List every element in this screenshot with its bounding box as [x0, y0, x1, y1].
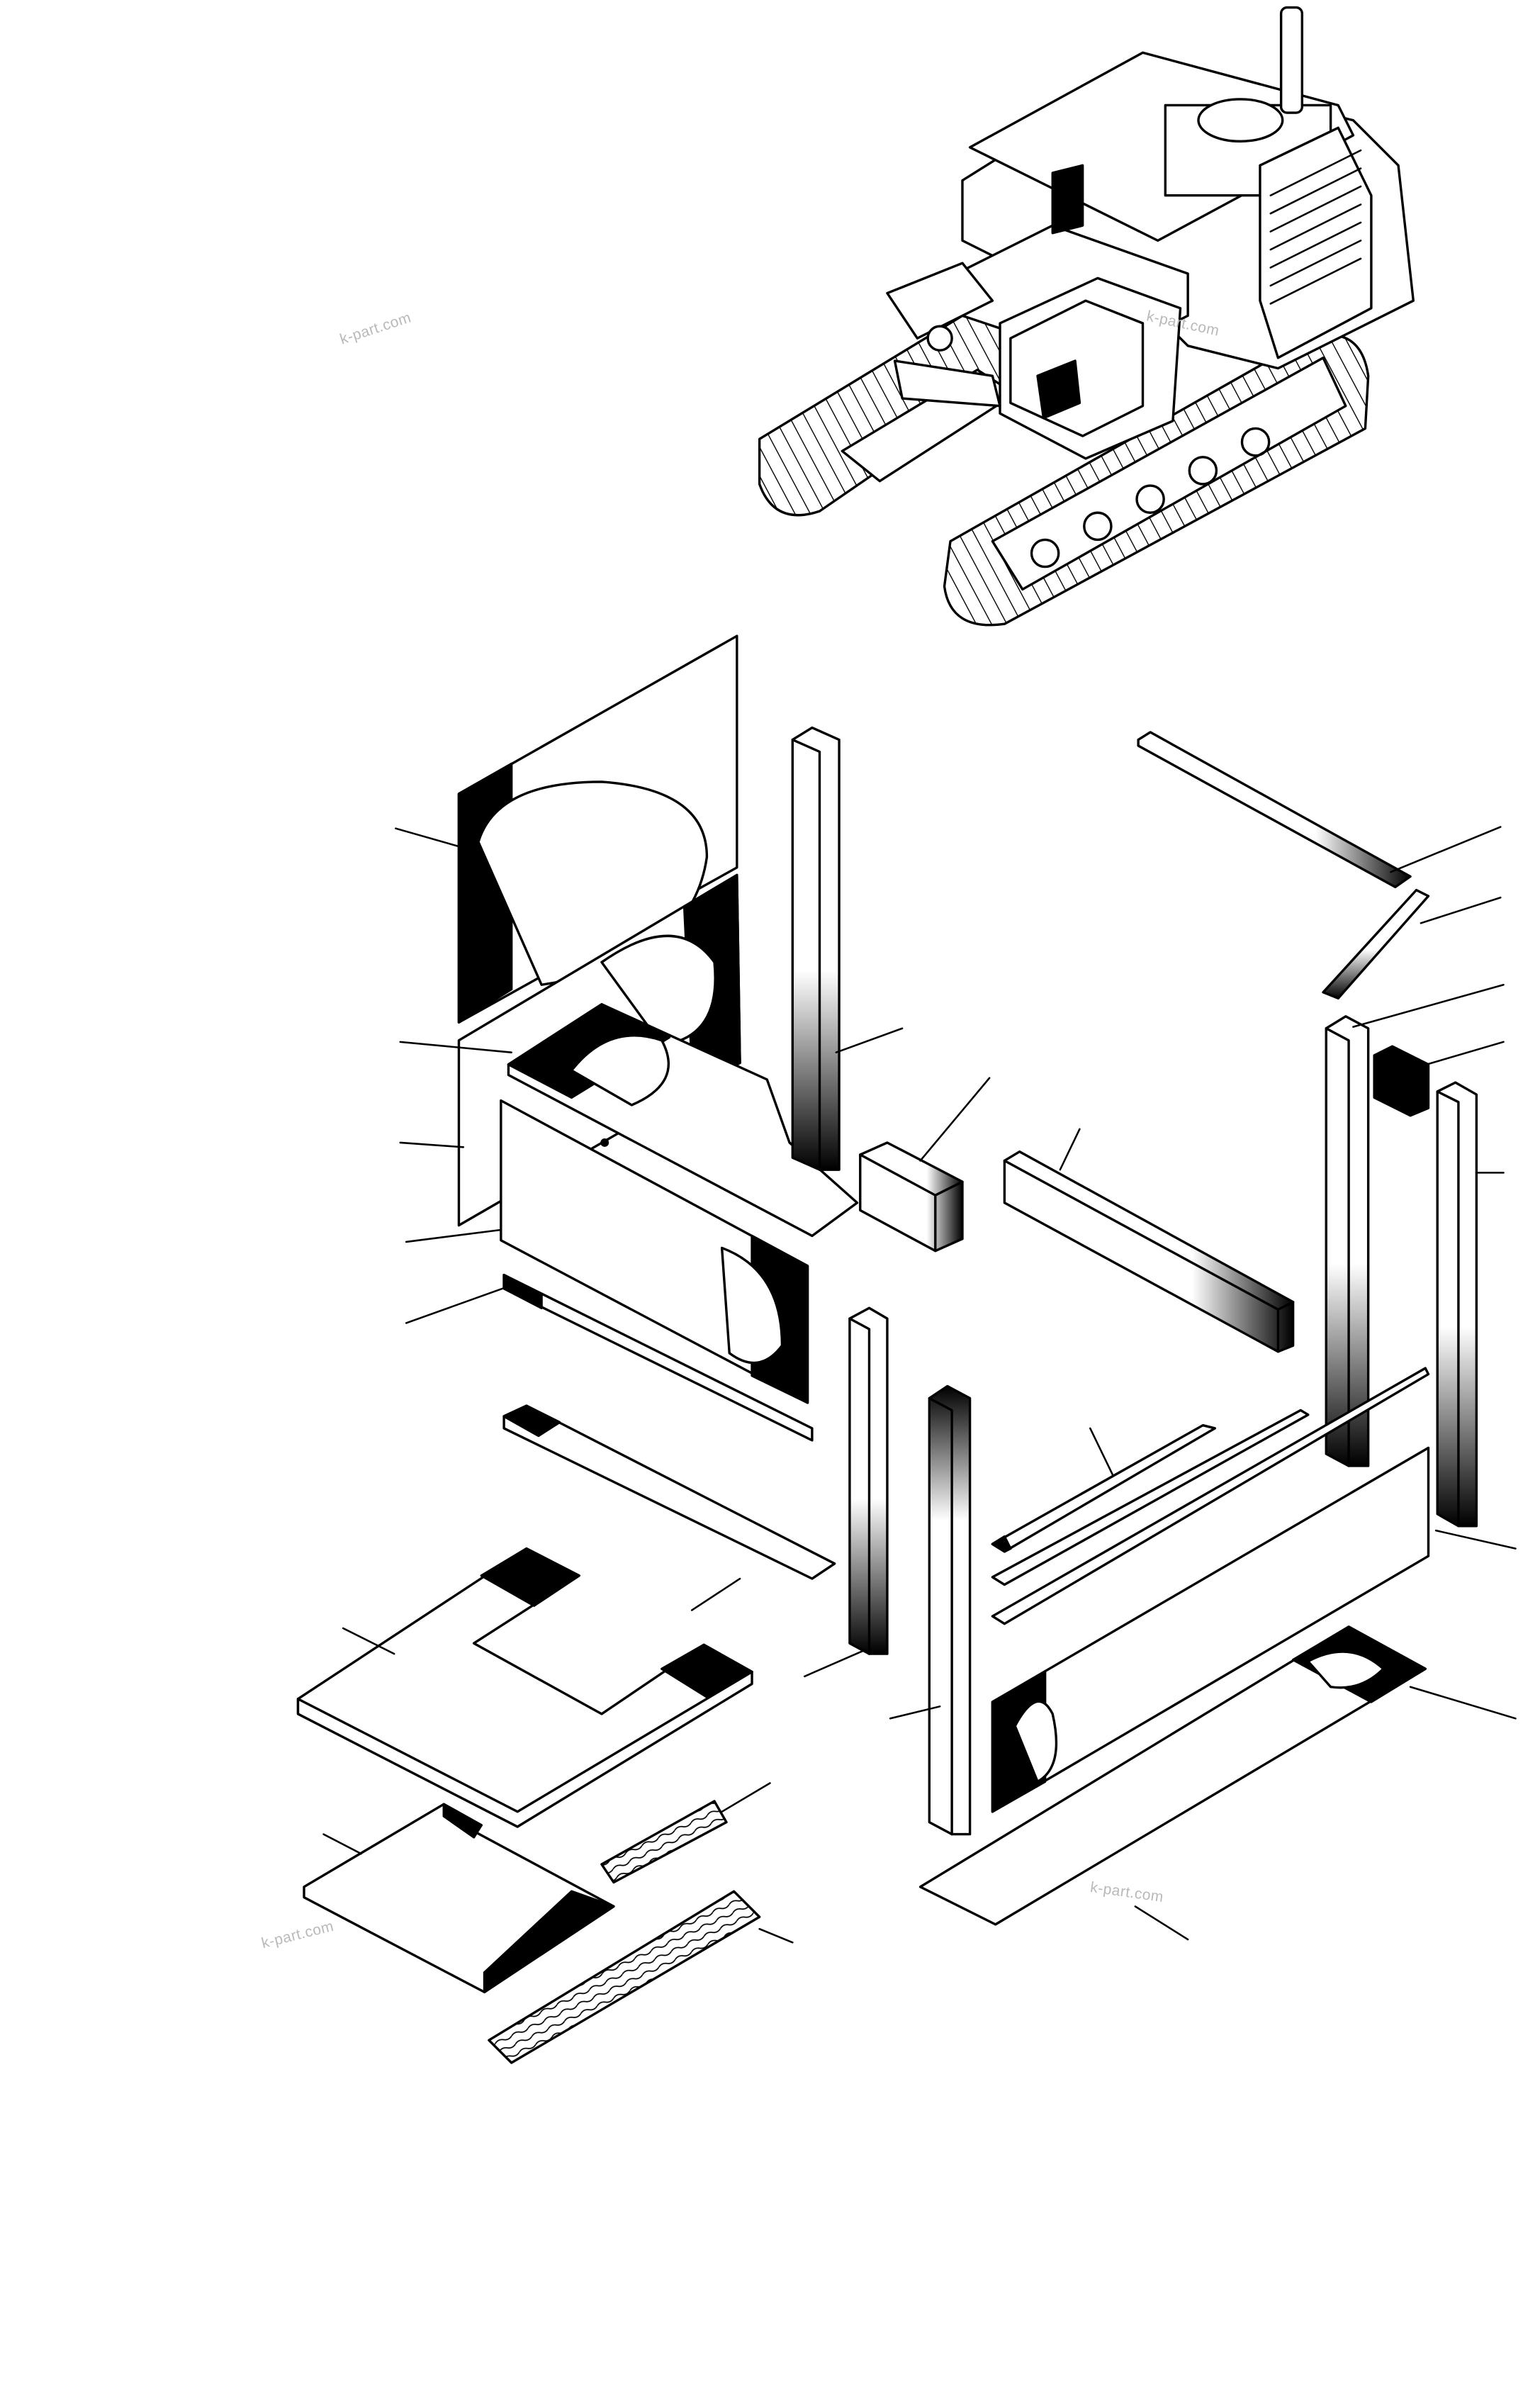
lower-strip: [502, 1273, 814, 1442]
vertical-post-1: [791, 726, 841, 1171]
u-shaped-floor-plate: [296, 1547, 753, 1828]
right-block: [1373, 1045, 1430, 1117]
short-rail: [1322, 888, 1430, 1000]
top-rail: [1137, 731, 1412, 889]
leader-lines: [322, 826, 1517, 1944]
front-panel: [500, 1099, 809, 1404]
small-block: [859, 1141, 964, 1253]
vertical-post-2: [848, 1306, 889, 1655]
excavator-illustration: [758, 6, 1415, 627]
right-side-panel: [991, 1446, 1430, 1813]
wood-strip-long: [488, 1890, 761, 2064]
right-post-1: [1325, 1015, 1370, 1467]
right-post-2: [1436, 1081, 1478, 1528]
wood-strip-short: [600, 1800, 728, 1884]
bottom-right-panel: [918, 1625, 1427, 1926]
thin-rails: [991, 1367, 1430, 1625]
diagonal-beam: [1003, 1150, 1295, 1353]
left-floor-strip: [502, 1404, 836, 1580]
top-cover-plate: [507, 1003, 859, 1238]
lower-floor-plate: [303, 1803, 615, 1993]
tall-post: [928, 1384, 972, 1836]
